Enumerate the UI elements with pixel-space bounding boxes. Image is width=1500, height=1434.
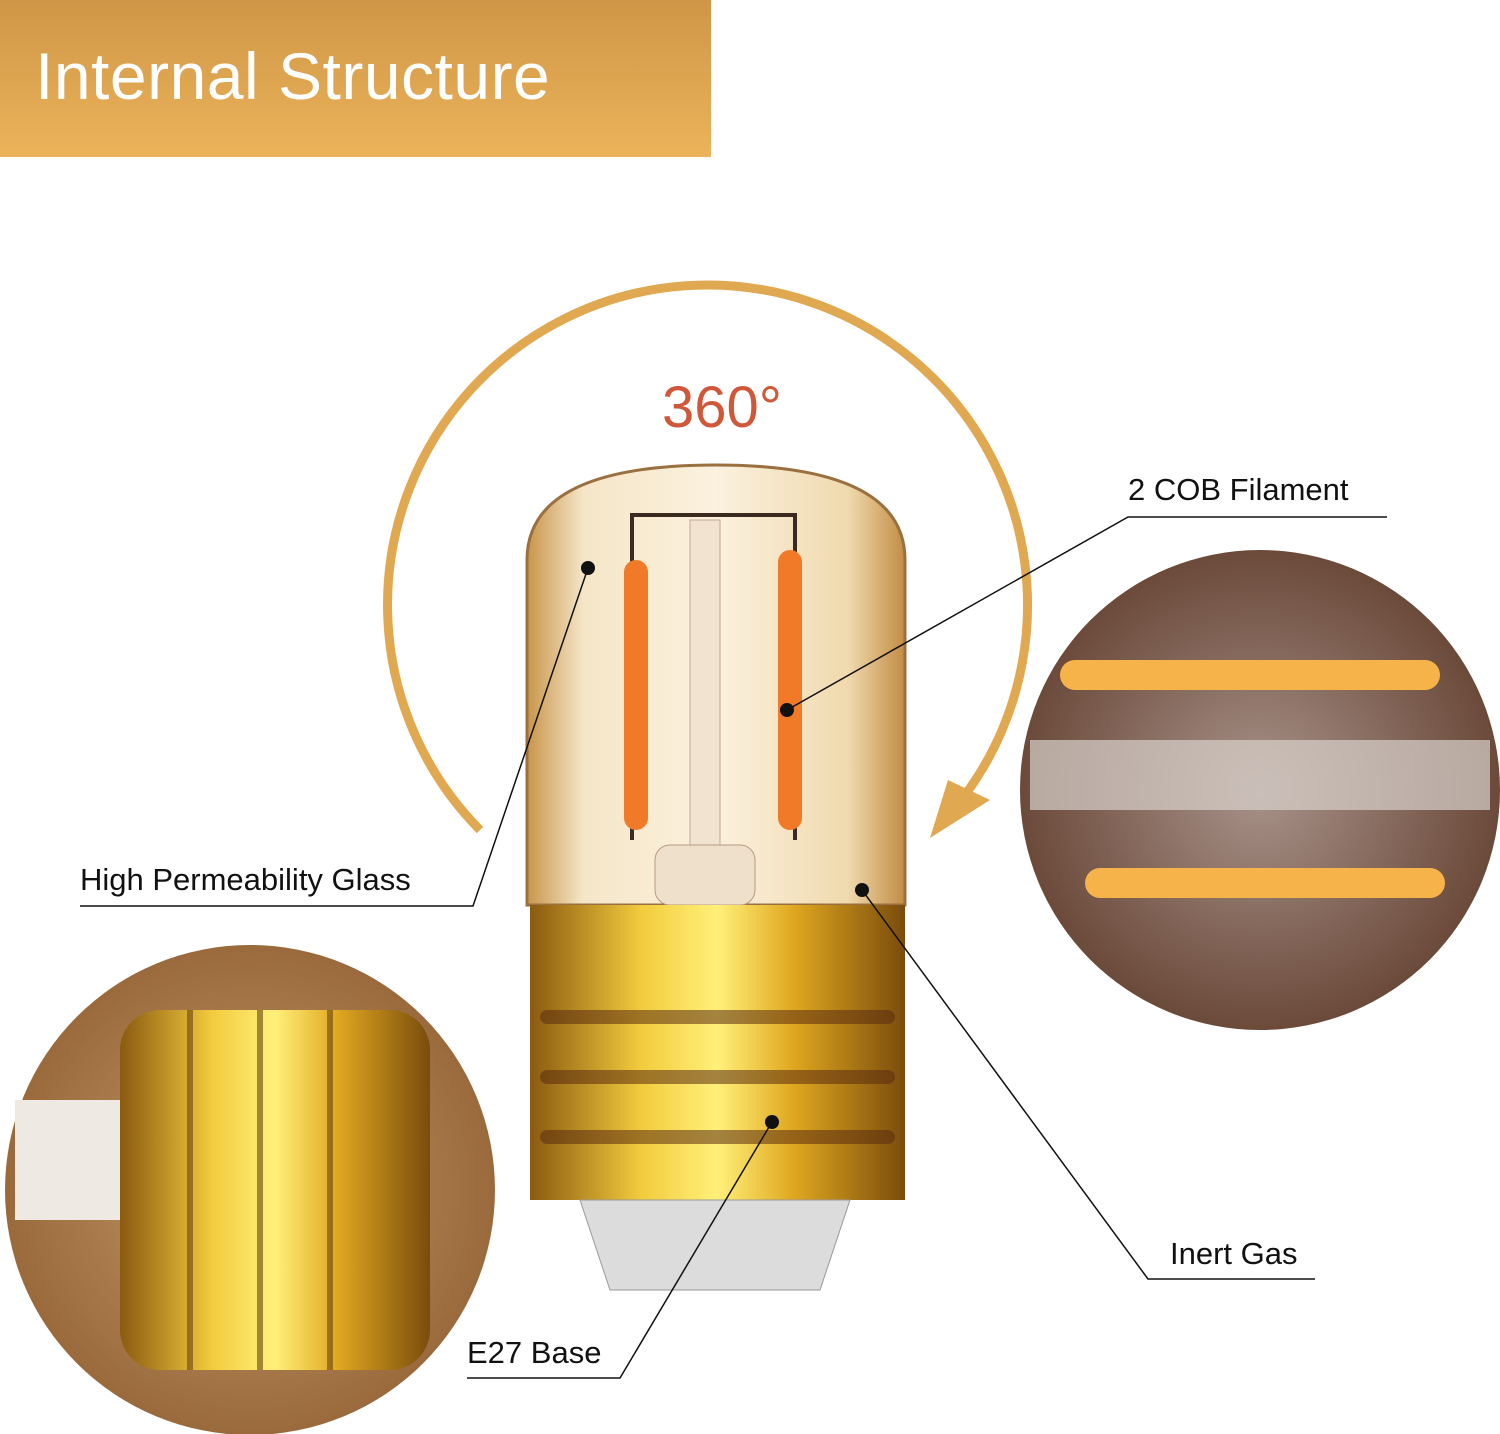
label-cob-filament: 2 COB Filament	[1128, 472, 1349, 507]
filament-right	[778, 550, 802, 830]
filament-left	[624, 560, 648, 830]
label-e27-base: E27 Base	[467, 1335, 602, 1370]
filament-closeup	[1020, 550, 1500, 1030]
label-glass: High Permeability Glass	[80, 862, 411, 897]
label-inert-gas: Inert Gas	[1170, 1236, 1298, 1271]
page-title: Internal Structure	[35, 39, 551, 113]
e27-base	[530, 905, 905, 1200]
title-banner: Internal Structure	[0, 0, 711, 157]
arrow-head-icon	[930, 780, 990, 838]
rotation-label: 360°	[662, 375, 782, 440]
base-closeup	[5, 945, 495, 1434]
